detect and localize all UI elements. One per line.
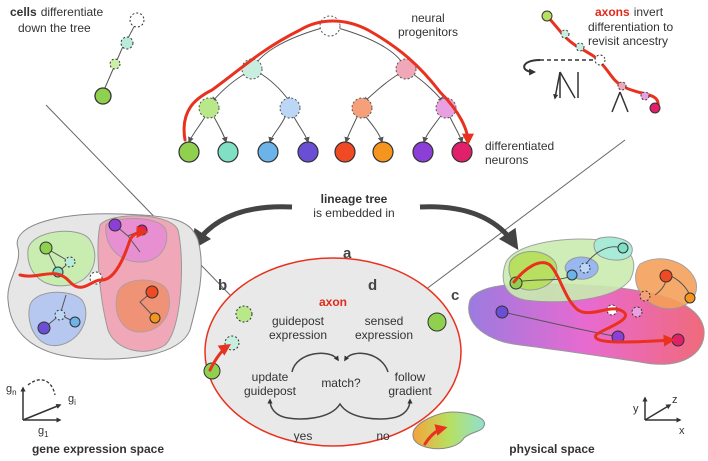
progenitors-label: progenitors — [398, 25, 458, 39]
lineage-caption: lineage tree — [321, 192, 388, 206]
progenitor-node — [198, 97, 220, 119]
guidepost-label: guidepost — [272, 314, 325, 328]
neuron-node — [217, 141, 239, 163]
update-label: guidepost — [244, 384, 297, 398]
neuron-node — [334, 141, 356, 163]
no-label: no — [376, 429, 390, 443]
neuron-node — [412, 141, 434, 163]
axis-gn-label: gn — [6, 383, 17, 397]
neuron-node — [372, 141, 394, 163]
update-label: update — [252, 370, 289, 384]
cell-chain — [94, 12, 145, 105]
axon-inversion-sketch — [523, 10, 661, 114]
neuron-node — [178, 141, 200, 163]
sensed-label: sensed — [365, 314, 404, 328]
progenitor-node — [241, 58, 263, 80]
gene-expression-space — [7, 213, 202, 423]
neuron-node — [451, 141, 473, 163]
axis-x-label: x — [679, 425, 685, 437]
panel-a-label: a — [343, 245, 352, 262]
sensed-label: expression — [355, 328, 413, 342]
panel-c-label: c — [451, 287, 459, 304]
root-node — [319, 15, 341, 37]
yes-label: yes — [294, 429, 313, 443]
lineage-tree — [178, 15, 474, 163]
axis-z-label: z — [672, 394, 678, 406]
axon-title: axon — [319, 295, 347, 309]
follow-label: follow — [395, 370, 426, 384]
progenitor-node — [279, 97, 301, 119]
axis-gi-label: gi — [68, 393, 76, 407]
gene-expression-caption: gene expression space — [32, 442, 164, 456]
axon-decision-panel — [203, 257, 486, 450]
frame-line-right — [424, 139, 626, 291]
axons-caption: differentiation to — [588, 20, 673, 34]
panel-b-label: b — [218, 277, 227, 294]
match-label: match? — [321, 376, 361, 390]
axons-caption: revisit ancestry — [588, 34, 668, 48]
progenitors-label: neural — [411, 11, 444, 25]
neurons-label: differentiated — [485, 139, 554, 153]
physical-space-caption: physical space — [509, 442, 595, 456]
progenitor-node — [395, 58, 417, 80]
physical-space — [468, 236, 705, 423]
axis-y-label: y — [633, 403, 639, 415]
lineage-caption: is embedded in — [313, 206, 394, 220]
follow-label: gradient — [388, 384, 432, 398]
embed-arrow-left — [191, 204, 293, 250]
embed-arrow-right — [419, 204, 519, 250]
axis-g1-label: g1 — [38, 425, 49, 439]
progenitor-node — [351, 97, 373, 119]
neurons-label: neurons — [485, 153, 528, 167]
panel-d-label: d — [368, 277, 377, 294]
neuron-node — [257, 141, 279, 163]
axon-path — [182, 19, 474, 146]
neuron-node — [297, 141, 319, 163]
guidepost-label: expression — [269, 328, 327, 342]
cells-caption: down the tree — [18, 21, 91, 35]
